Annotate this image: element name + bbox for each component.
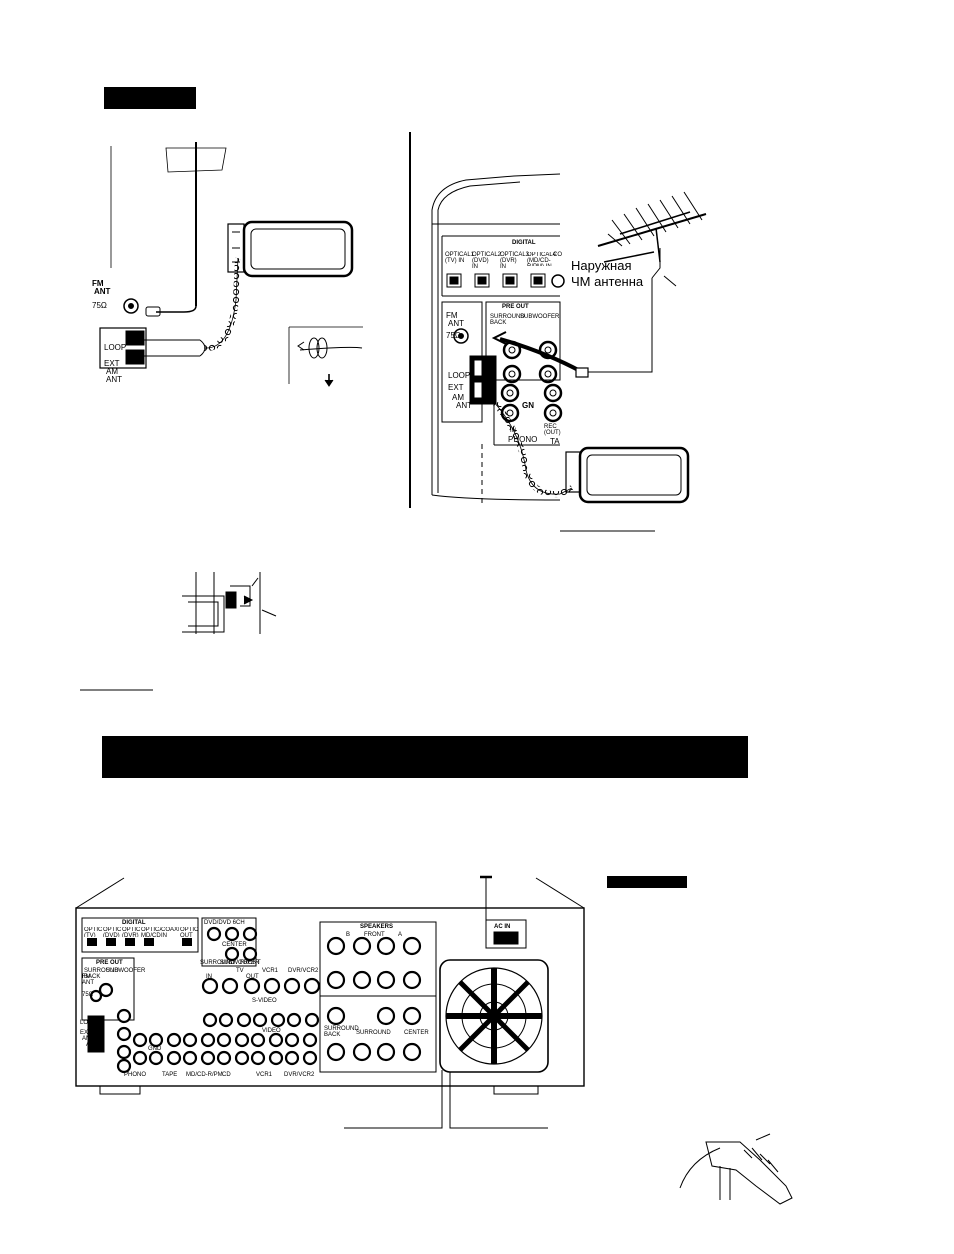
rp-optical2: OPTICAL2 (DVD) IN <box>103 927 121 937</box>
rp-surround-sp: SURROUND <box>356 1030 391 1036</box>
rp-svideo: S-VIDEO <box>252 998 277 1004</box>
rec-out-label: REC (OUT) <box>544 424 561 436</box>
left-am-ant-label: ANT <box>106 375 122 384</box>
outdoor-antenna-line1: Наружная <box>571 258 632 273</box>
section-title-bar <box>102 736 748 778</box>
rp-ohm: 75Ω <box>82 992 94 998</box>
rp-dvr-vcr2: DVR/VCR2 <box>288 968 319 974</box>
left-fm-label: FM <box>92 279 104 288</box>
rp-front: FRONT <box>240 960 261 966</box>
rp-gnd: GND <box>148 1046 162 1052</box>
rp-surround-back: SURROUND BACK <box>84 968 119 980</box>
surround-back-label: SURROUND BACK <box>490 314 525 326</box>
rear-panel-optical <box>87 938 192 946</box>
right-antenna-illustration <box>431 173 707 506</box>
rp-optical-out: OPTICAL OUT <box>180 927 198 937</box>
coax-label: CO <box>553 252 562 258</box>
in-label: IN <box>510 428 516 434</box>
rp-pre-out: PRE OUT <box>96 960 123 966</box>
rp-dvr-vcr2-bottom: DVR/VCR2 <box>284 1072 315 1078</box>
am-ant-label: ANT <box>456 401 472 410</box>
left-am-label: AM <box>106 367 118 376</box>
rp-center-sp: CENTER <box>404 1030 429 1036</box>
ta-label: TA <box>550 437 560 446</box>
ant-label: ANT <box>448 319 464 328</box>
rp-surround: SURROUND <box>200 960 235 966</box>
phono-label: PHONO <box>508 435 538 444</box>
rp-speakers-b: B <box>346 932 351 938</box>
rp-md-cdr: MD/CD-R/PM <box>186 1072 223 1078</box>
rp-cd: CD <box>222 1072 231 1078</box>
wall-mount-detail <box>182 572 277 634</box>
rear-panel-jacks <box>89 926 422 1074</box>
section-label-bar-right <box>607 876 687 888</box>
rp-speakers-a: A <box>398 932 403 938</box>
fm-label: FM <box>446 311 458 320</box>
rp-ac-in: AC IN <box>494 924 511 930</box>
rp-video: VIDEO <box>262 1028 281 1034</box>
rp-optical3: OPTICAL3 (DVR) IN <box>122 927 140 937</box>
left-ext-label: EXT <box>104 359 120 368</box>
left-ohm-label: 75Ω <box>92 301 107 310</box>
section-label-bar-top <box>104 87 196 109</box>
outdoor-antenna-line2: ЧМ антенна <box>571 274 644 289</box>
rp-phono: PHONO <box>124 1072 147 1078</box>
optical4-label: OPTICAL4 (MD/CD-R/PM) IN <box>527 252 557 266</box>
optical3-label: OPTICAL3 (DVR) IN <box>500 252 530 270</box>
rp-loop: LOOP <box>80 1020 97 1026</box>
rp-center: CENTER <box>222 942 247 948</box>
rp-tv: TV <box>236 968 244 974</box>
rp-ext: EXT <box>80 1030 92 1036</box>
rp-am: AM <box>82 1036 91 1042</box>
ohm-label: 75Ω <box>446 331 461 340</box>
rp-coaxial: COAXIAL IN <box>161 927 179 937</box>
left-antenna-illustration <box>99 142 363 387</box>
optical1-label: OPTICAL1 (TV) IN <box>445 252 475 264</box>
rp-speakers-front: FRONT <box>364 932 385 938</box>
digital-label: DIGITAL <box>512 240 536 246</box>
left-ant-label: ANT <box>94 287 111 296</box>
rp-tape: TAPE <box>162 1072 178 1078</box>
rp-ant: ANT <box>82 980 94 986</box>
power-plug-illustration <box>679 1133 793 1205</box>
ext-label: EXT <box>448 383 464 392</box>
subwoofer-label: SUBWOOFER <box>520 314 560 320</box>
rp-in-1: IN <box>206 974 212 980</box>
rp-speakers: SPEAKERS <box>360 924 394 930</box>
rp-optical4: OPTICAL4 MD/CD-R/PM <box>141 927 161 937</box>
rp-subwoofer: SUBWOOFER <box>106 968 146 974</box>
rp-subwoofer2: SUBWOOFER <box>220 960 260 966</box>
rp-vcr1-bottom: VCR1 <box>256 1072 273 1078</box>
rp-fm: FM <box>82 974 91 980</box>
rp-out-1: OUT <box>246 974 259 980</box>
rp-dvd: DVD/DVD 6CH <box>204 920 245 926</box>
gnd-label: GN <box>522 401 534 410</box>
rp-am-ant: ANT <box>86 1042 98 1048</box>
rp-surround-back-sp: SURROUND BACK <box>324 1026 359 1038</box>
loop-label: LOOP <box>448 371 471 380</box>
rp-digital-label: DIGITAL <box>122 920 146 926</box>
rp-optical1: OPTICAL1 (TV) IN <box>84 927 102 937</box>
pre-out-label: PRE OUT <box>502 304 529 310</box>
rear-panel-illustration <box>75 875 585 1129</box>
left-loop-label: LOOP <box>104 343 127 352</box>
rp-vcr1: VCR1 <box>262 968 279 974</box>
outdoor-fm-antenna-caption: Наружная ЧМ антенна <box>571 258 643 290</box>
am-label: AM <box>452 393 464 402</box>
optical2-label: OPTICAL2 (DVD) IN <box>472 252 502 270</box>
